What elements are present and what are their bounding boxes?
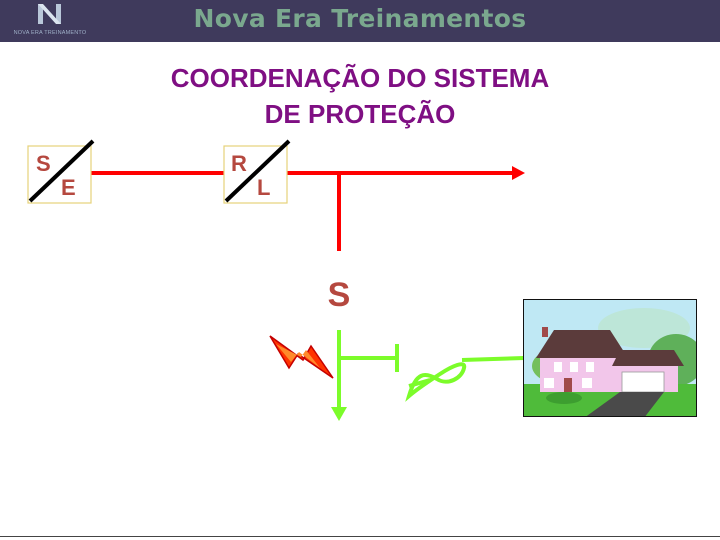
lightning-icon — [269, 335, 334, 379]
green-link-line — [461, 356, 525, 362]
device-rl-top: R — [231, 151, 247, 176]
header-bar: NOVA ERA TREINAMENTO Nova Era Treinament… — [0, 0, 720, 42]
slide-title: COORDENAÇÃO DO SISTEMA DE PROTEÇÃO — [0, 60, 720, 132]
lightning-highlight — [276, 344, 320, 368]
green-loop-stroke — [408, 378, 431, 388]
company-logo: NOVA ERA TREINAMENTO — [8, 2, 92, 40]
slide-title-line2: DE PROTEÇÃO — [264, 99, 456, 129]
house-icon — [524, 300, 696, 416]
device-se-top: S — [36, 151, 51, 176]
green-arrow-icon — [331, 407, 347, 421]
feeder-arrow-icon — [512, 166, 525, 180]
logo-caption: NOVA ERA TREINAMENTO — [13, 30, 87, 36]
logo-n-icon — [38, 4, 61, 24]
brand-title: Nova Era Treinamentos — [193, 4, 527, 33]
device-se: S E — [27, 139, 95, 204]
bottom-divider — [0, 536, 720, 537]
consumer-switch-label: S — [328, 276, 351, 314]
device-rl: R L — [223, 139, 291, 204]
house-picture — [523, 299, 697, 417]
green-loop — [405, 362, 467, 402]
device-se-bottom: E — [61, 175, 76, 200]
device-rl-bottom: L — [257, 175, 270, 200]
slide-title-line1: COORDENAÇÃO DO SISTEMA — [170, 63, 550, 93]
